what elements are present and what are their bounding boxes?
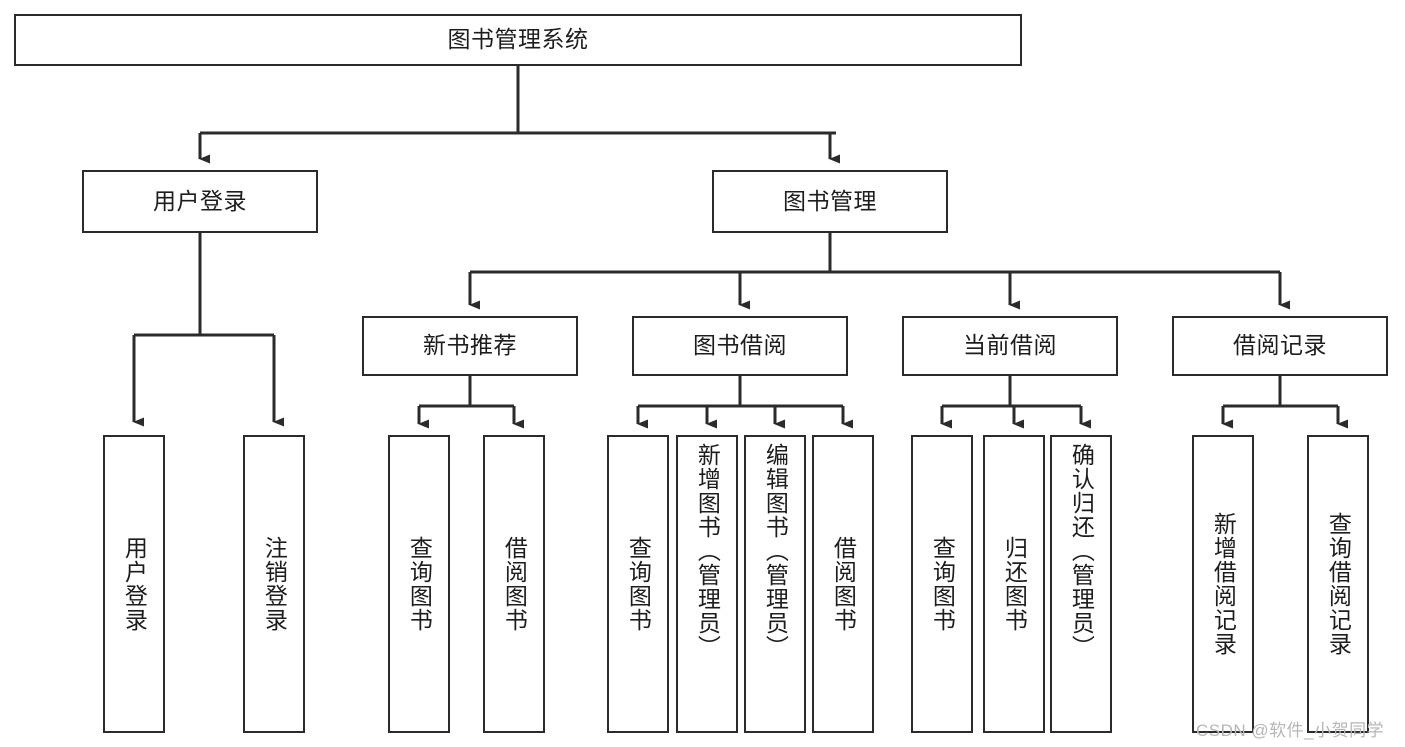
- leaf-user-login: 用户登录: [103, 435, 165, 733]
- node-label: 查询借阅记录: [1325, 512, 1352, 656]
- node-label: 用户登录: [121, 536, 148, 632]
- node-label: 查询图书: [406, 536, 433, 632]
- leaf-current-return-book: 归还图书: [983, 435, 1045, 733]
- node-new-book-recommend: 新书推荐: [362, 316, 578, 376]
- node-label: 归还图书: [1001, 536, 1028, 632]
- node-label: 新增图书（管理员）: [694, 443, 721, 659]
- node-current-borrow: 当前借阅: [902, 316, 1118, 376]
- leaf-current-confirm-return-admin: 确认归还（管理员）: [1050, 435, 1112, 733]
- node-borrow-record: 借阅记录: [1172, 316, 1388, 376]
- leaf-record-query-borrow-record: 查询借阅记录: [1307, 435, 1369, 733]
- leaf-recommend-query-book: 查询图书: [388, 435, 450, 733]
- node-label: 新书推荐: [423, 332, 517, 359]
- node-label: 查询图书: [625, 536, 652, 632]
- leaf-borrow-add-book-admin: 新增图书（管理员）: [676, 435, 738, 733]
- node-label: 确认归还（管理员）: [1068, 443, 1095, 659]
- leaf-recommend-borrow-book: 借阅图书: [483, 435, 545, 733]
- node-label: 查询图书: [929, 536, 956, 632]
- node-label: 编辑图书（管理员）: [762, 443, 789, 659]
- node-label: 借阅记录: [1233, 332, 1327, 359]
- node-label: 图书管理: [783, 187, 877, 214]
- node-label: 图书管理系统: [447, 26, 589, 53]
- leaf-current-query-book: 查询图书: [911, 435, 973, 733]
- node-label: 图书借阅: [693, 332, 787, 359]
- leaf-record-add-borrow-record: 新增借阅记录: [1192, 435, 1254, 733]
- node-user-login: 用户登录: [82, 170, 318, 233]
- node-label: 借阅图书: [501, 536, 528, 632]
- node-label: 当前借阅: [963, 332, 1057, 359]
- leaf-borrow-edit-book-admin: 编辑图书（管理员）: [744, 435, 806, 733]
- node-root: 图书管理系统: [14, 14, 1022, 66]
- leaf-borrow-query-book: 查询图书: [607, 435, 669, 733]
- node-book-borrow: 图书借阅: [632, 316, 848, 376]
- node-label: 新增借阅记录: [1210, 512, 1237, 656]
- leaf-borrow-borrow-book: 借阅图书: [812, 435, 874, 733]
- leaf-user-logout: 注销登录: [243, 435, 305, 733]
- node-label: 用户登录: [153, 187, 247, 214]
- node-label: 注销登录: [261, 536, 288, 632]
- node-book-management: 图书管理: [712, 170, 948, 233]
- node-label: 借阅图书: [830, 536, 857, 632]
- csdn-watermark: CSDN @软件_小贺同学: [1196, 721, 1385, 740]
